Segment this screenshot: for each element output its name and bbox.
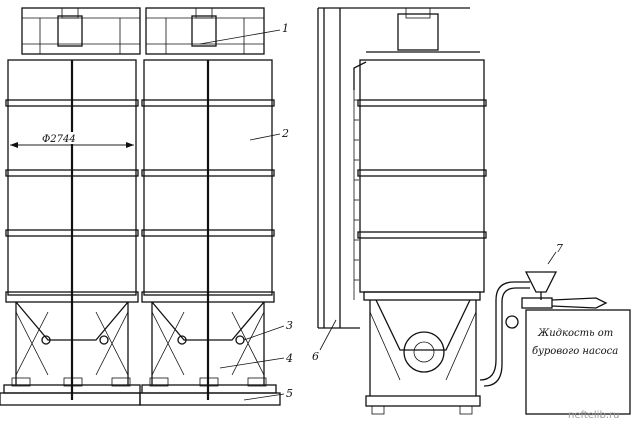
callout-leaders-left [199, 29, 285, 401]
callout-4: 4 [285, 352, 293, 365]
callout-5: 5 [286, 387, 293, 400]
diameter-label: Ф2744 [42, 134, 76, 145]
callout-6-leader [319, 319, 337, 351]
watermark: neftelib.ru [568, 410, 619, 421]
fluid-tank [525, 309, 631, 415]
fluid-label-line-2: бурового насоса [532, 346, 618, 357]
callout-1: 1 [282, 22, 289, 35]
callout-3: 3 [286, 319, 293, 332]
diameter-dimension: Ф2744 [10, 132, 134, 148]
callout-2: 2 [281, 127, 289, 140]
fluid-label-line-1: Жидкость от [537, 328, 613, 339]
silo-left-1 [0, 7, 141, 406]
silo-side-view [317, 7, 530, 415]
silo-left-2 [139, 7, 281, 406]
callout-6: 6 [312, 350, 319, 363]
callout-7: 7 [556, 242, 563, 255]
hydromixer [505, 251, 608, 329]
